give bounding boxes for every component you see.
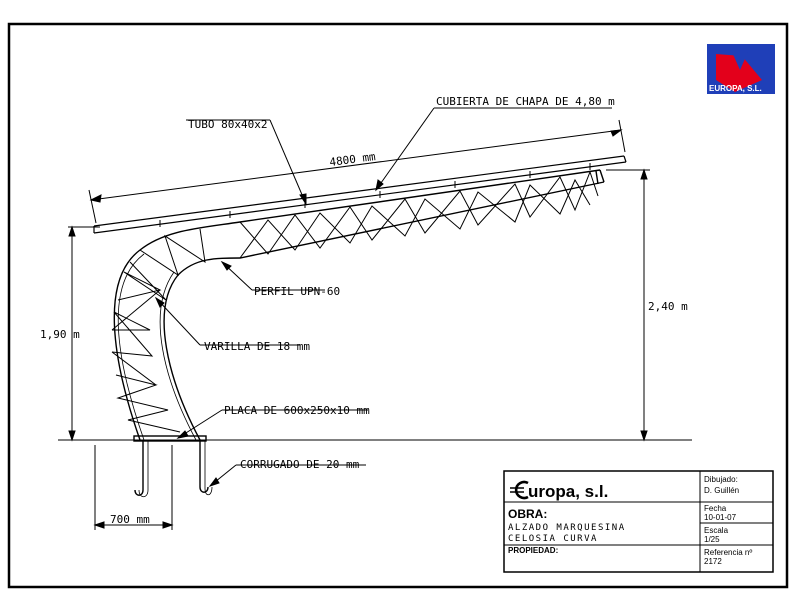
referencia-value: 2172 bbox=[704, 557, 722, 566]
leader-corrugado bbox=[208, 464, 366, 487]
label-tubo: TUBO 80x40x2 bbox=[188, 118, 267, 131]
right-height-text: 2,40 m bbox=[648, 300, 688, 313]
corrugado-rebars bbox=[134, 441, 213, 498]
right-height-dimension bbox=[606, 168, 650, 442]
logo-text: EUROPA, S.L. bbox=[709, 84, 762, 93]
escala-value: 1/25 bbox=[704, 535, 720, 544]
company-name: uropa, s.l. bbox=[528, 482, 608, 501]
leader-varilla bbox=[154, 296, 300, 346]
escala-label: Escala bbox=[704, 526, 729, 535]
obra-line1: ALZADO MARQUESINA bbox=[508, 523, 626, 533]
dibujado-label: Dibujado: bbox=[704, 475, 738, 484]
fecha-value: 10-01-07 bbox=[704, 513, 737, 522]
curved-truss bbox=[111, 169, 605, 441]
base-width-text: 700 mm bbox=[110, 513, 150, 526]
company-euro-symbol bbox=[510, 480, 529, 500]
leader-tubo bbox=[186, 119, 307, 206]
label-placa: PLACA DE 600x250x10 mm bbox=[224, 404, 370, 417]
drawing-frame bbox=[7, 22, 789, 589]
dibujado-value: D. Guillén bbox=[704, 486, 739, 495]
base-width-dimension bbox=[93, 445, 174, 530]
leader-perfil bbox=[220, 260, 325, 291]
tubo-purlins bbox=[159, 163, 591, 227]
label-corrugado: CORRUGADO DE 20 mm bbox=[240, 458, 360, 471]
company-logo: EUROPA, S.L. bbox=[707, 44, 775, 94]
base-plate bbox=[133, 435, 207, 442]
label-cubierta: CUBIERTA DE CHAPA DE 4,80 m bbox=[436, 95, 615, 108]
roof-sheet bbox=[93, 155, 627, 234]
length-dimension-text: 4800 mm bbox=[329, 150, 377, 169]
leader-placa bbox=[176, 409, 368, 439]
propiedad-label: PROPIEDAD: bbox=[508, 546, 558, 555]
title-block bbox=[503, 470, 774, 573]
obra-line2: CELOSIA CURVA bbox=[508, 534, 598, 544]
referencia-label: Referencia nº bbox=[704, 548, 752, 557]
label-perfil: PERFIL UPN-60 bbox=[254, 285, 340, 298]
left-height-text: 1,90 m bbox=[40, 328, 80, 341]
length-dimension bbox=[88, 119, 626, 224]
fecha-label: Fecha bbox=[704, 504, 727, 513]
obra-label: OBRA: bbox=[508, 507, 547, 521]
label-varilla: VARILLA DE 18 mm bbox=[204, 340, 310, 353]
leader-cubierta bbox=[375, 107, 612, 192]
left-height-dimension bbox=[68, 225, 100, 442]
